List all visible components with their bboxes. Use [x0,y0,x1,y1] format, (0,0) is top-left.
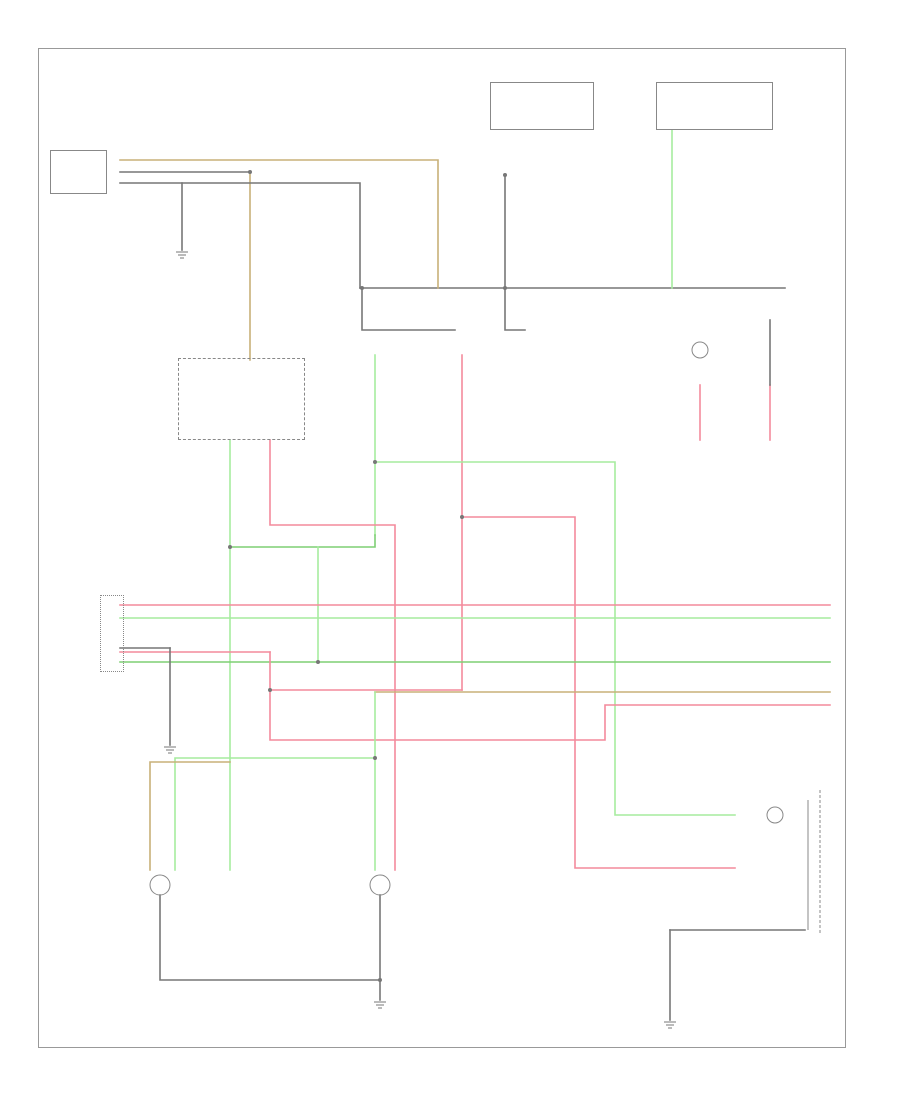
harness-connector [100,595,124,672]
splice-dot [360,286,364,290]
splice-dot [373,460,377,464]
wire-ground-left [159,894,381,1001]
connector-block [178,358,305,440]
hot-box-top-left [50,150,107,194]
splice-dot [503,173,507,177]
rear-lamp-icon [766,806,784,824]
ground-symbol-4 [664,1021,676,1029]
splice-dot [503,286,507,290]
splice-dot [460,515,464,519]
fuse-block-2 [656,82,773,130]
wire-green-right-long [374,461,736,816]
harness-red-loop [269,651,831,741]
wire-tan-left-lamp [149,761,231,871]
splice-dot [378,978,382,982]
diagram-frame [38,48,846,1048]
splice-dot [228,545,232,549]
switch-link [361,287,456,331]
wire-red-left [269,439,396,871]
ground-symbol-1 [176,251,188,259]
ground-symbol-3 [374,1001,386,1009]
harness-green-left-lamp [174,757,376,871]
switch-link-2 [504,287,526,331]
wire-black-top-2 [119,182,361,289]
splice-dot [316,660,320,664]
fuse-block-1 [490,82,594,130]
splice-dot [373,756,377,760]
wire-darkgreen-jumper [229,534,376,548]
wire-tan-top [119,159,439,289]
splice-dot [248,170,252,174]
splice-dot [268,688,272,692]
left-lamp-icon [149,874,171,896]
ground-symbol-2 [164,746,176,754]
right-top-lamp-icon [691,341,709,359]
right-lamp-icon [369,874,391,896]
